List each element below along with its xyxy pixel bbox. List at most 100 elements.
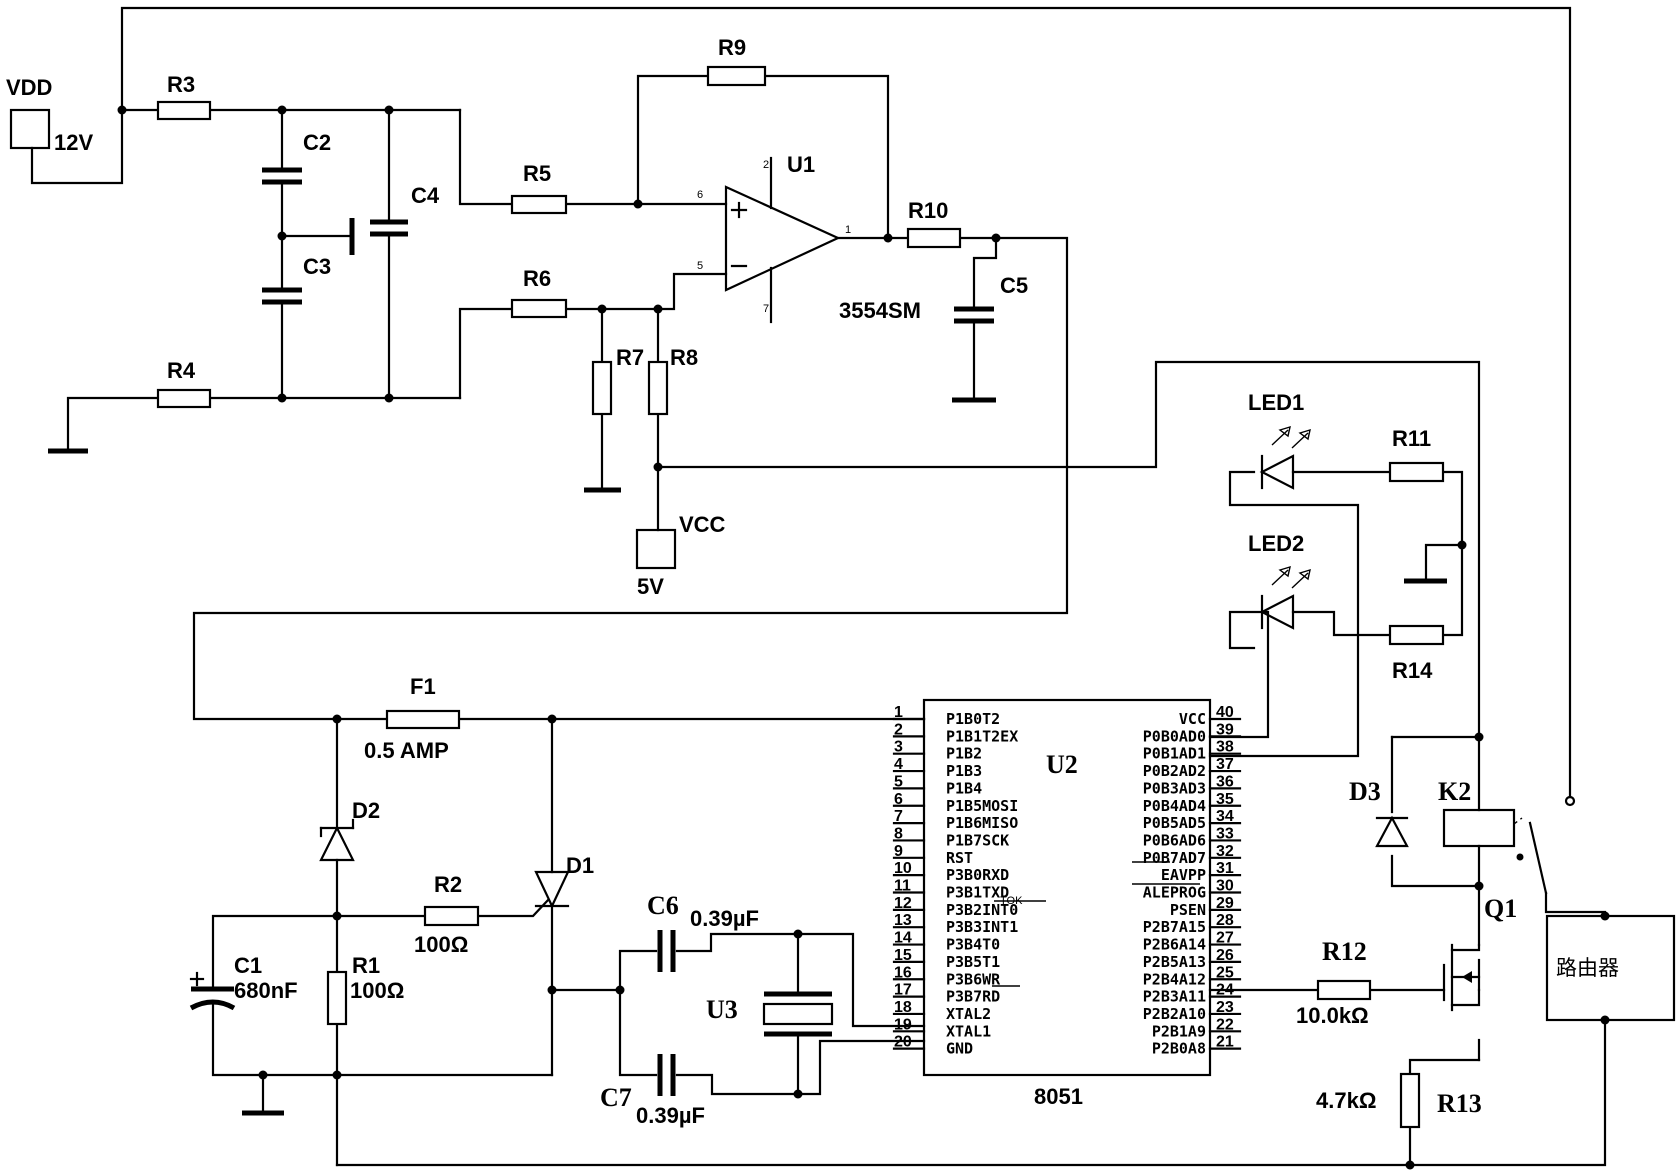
u2-label: U2 [1046, 750, 1078, 779]
led2-symbol [1262, 567, 1310, 628]
r12-label: R12 [1322, 937, 1367, 966]
mcu-pin-name: P2B7A15 [1143, 918, 1206, 936]
mcu-pin-name: P2B0A8 [1152, 1040, 1206, 1058]
mcu-pin-name: P3B5T1 [946, 953, 1000, 971]
r9-label: R9 [718, 35, 746, 60]
mcu-pin-name: XTAL2 [946, 1005, 991, 1023]
mcu-pin-number: 19 [894, 1016, 912, 1033]
mcu-pin-number: 38 [1216, 739, 1234, 756]
mcu-pin-number: 37 [1216, 756, 1234, 773]
c6-label: C6 [647, 891, 679, 920]
mcu-pin-name: P0B0AD0 [1143, 727, 1206, 745]
mosfet-q1 [1444, 945, 1479, 1010]
r13-label: R13 [1437, 1089, 1482, 1118]
diode-d1 [536, 872, 568, 906]
r3-label: R3 [167, 72, 195, 97]
mcu-pin-number: 32 [1216, 843, 1234, 860]
fuse-rating: 0.5 AMP [364, 738, 449, 763]
r2-value: 100Ω [414, 932, 468, 957]
mcu-pin-name: P1B3 [946, 762, 982, 780]
vdd-value: 12V [54, 130, 93, 155]
u1-pin5: 5 [697, 260, 703, 272]
r11-body [1390, 463, 1443, 481]
mcu-pin-number: 2 [894, 721, 903, 738]
r4-label: R4 [167, 358, 196, 383]
c4-label: C4 [411, 183, 440, 208]
d3-label: D3 [1349, 777, 1381, 806]
vcc-value: 5V [637, 574, 664, 599]
q1-label: Q1 [1484, 894, 1517, 923]
mcu-pin-name: P1B7SCK [946, 831, 1009, 849]
mcu-pin-number: 14 [894, 930, 912, 947]
fuse-label: F1 [410, 674, 436, 699]
r12-value: 10.0kΩ [1296, 1003, 1369, 1028]
mcu-pin-name: P1B5MOSI [946, 797, 1018, 815]
mcu-pin-number: 16 [894, 964, 912, 981]
r13-value: 4.7kΩ [1316, 1088, 1376, 1113]
vdd-source-box [11, 110, 49, 148]
u1-pin1: 1 [845, 224, 851, 236]
mcu-pin-name: P1B1T2EX [946, 727, 1018, 745]
mcu-pin-name: P3B4T0 [946, 936, 1000, 954]
c3-label: C3 [303, 254, 331, 279]
diode-d3 [1377, 818, 1407, 846]
mcu-pin-number: 9 [894, 843, 903, 860]
r4-body [158, 390, 210, 407]
mcu-pin-number: 5 [894, 773, 903, 790]
mcu-pin-number: 33 [1216, 825, 1234, 842]
mcu-pin-number: 28 [1216, 912, 1234, 929]
r10-label: R10 [908, 198, 948, 223]
mcu-pin-number: 10 [894, 860, 912, 877]
mcu-pin-number: 40 [1216, 704, 1234, 721]
diode-d2 [321, 820, 353, 860]
mcu-pin-number: 24 [1216, 982, 1234, 999]
mcu-pin-name: P1B4 [946, 779, 982, 797]
r6-body [512, 300, 566, 317]
mcu-pin-number: 25 [1216, 964, 1234, 981]
mcu-pin-name: P0B7AD7 [1143, 849, 1206, 867]
mcu-pin-name: P1B0T2 [946, 710, 1000, 728]
mcu-pin-name: P2B4A12 [1143, 970, 1206, 988]
mcu-pin-number: 12 [894, 895, 912, 912]
mcu-pin-name: XTAL1 [946, 1022, 991, 1040]
u1-label: U1 [787, 152, 815, 177]
mcu-pin-number: 6 [894, 791, 903, 808]
labels: VDD 12V R3 C2 C3 C4 R4 R5 R6 R7 R8 R9 U1… [6, 35, 1619, 1128]
r8-label: R8 [670, 345, 698, 370]
mcu-pin-number: 30 [1216, 878, 1234, 895]
mcu-pin-name: ALEPROG [1143, 884, 1206, 902]
mcu-pin-name: P2B5A13 [1143, 953, 1206, 971]
mcu-pin-name: P0B4AD4 [1143, 797, 1206, 815]
r14-body [1390, 626, 1443, 644]
r7-body [593, 362, 611, 414]
mcu-pin-number: 20 [894, 1034, 912, 1051]
mcu-pin-name: P2B2A10 [1143, 1005, 1206, 1023]
mcu-pin-name: P0B6AD6 [1143, 831, 1206, 849]
mcu-pin-name: P0B3AD3 [1143, 779, 1206, 797]
mcu-pin-number: 29 [1216, 895, 1234, 912]
mcu-pin-number: 3 [894, 739, 903, 756]
mcu-pin-number: 31 [1216, 860, 1234, 877]
mcu-pin-number: 23 [1216, 999, 1234, 1016]
u1-pin7: 7 [763, 303, 769, 315]
r14-label: R14 [1392, 658, 1433, 683]
mcu-pin-number: 17 [894, 982, 912, 999]
vcc-source-box [637, 530, 675, 568]
led2-label: LED2 [1248, 531, 1304, 556]
mcu-pin-name: P2B1A9 [1152, 1022, 1206, 1040]
c7-label: C7 [600, 1083, 632, 1112]
d2-label: D2 [352, 798, 380, 823]
mcu-pin-name: P0B2AD2 [1143, 762, 1206, 780]
u3-label: U3 [706, 995, 738, 1024]
r12-body [1318, 981, 1370, 999]
r2-body [425, 907, 478, 925]
mcu-pin-number: 11 [894, 878, 911, 895]
mcu-pin-name: P0B1AD1 [1143, 745, 1206, 763]
c1-value: 680nF [234, 978, 298, 1003]
c7-value: 0.39µF [636, 1103, 705, 1128]
r5-label: R5 [523, 161, 551, 186]
r11-label: R11 [1392, 426, 1431, 451]
mcu-pin-number: 22 [1216, 1016, 1234, 1033]
mcu-pin-name: P0B5AD5 [1143, 814, 1206, 832]
